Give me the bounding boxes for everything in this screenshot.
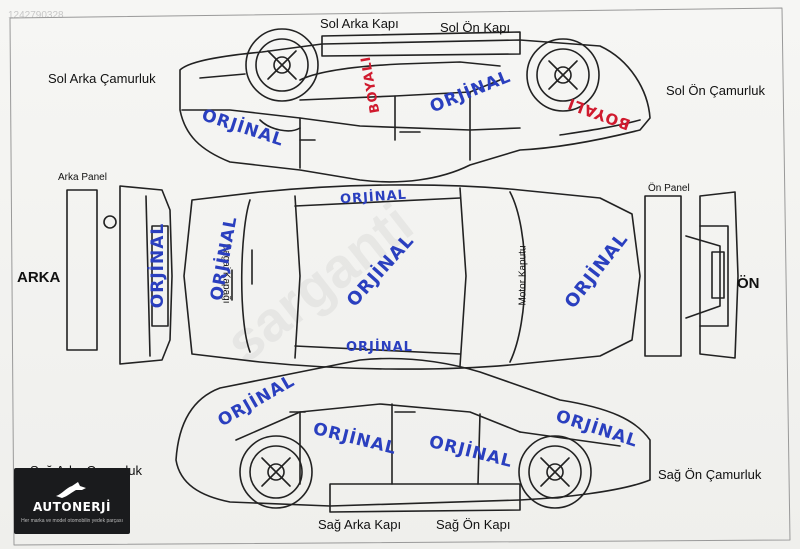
label-arka-panel: Arka Panel <box>58 172 107 183</box>
stamp-orjinal-arka-tampon: ORJİNAL <box>148 222 169 309</box>
label-sag-arka-kapi: Sağ Arka Kapı <box>318 517 402 532</box>
label-sol-on-camurluk: Sol Ön Çamurluk <box>666 83 765 98</box>
label-sol-arka-kapi: Sol Arka Kapı <box>320 16 399 31</box>
label-arka: ARKA <box>17 269 61 286</box>
label-motor-kaputu: Motor Kaputu <box>517 245 529 306</box>
label-sag-on-camurluk: Sağ Ön Çamurluk <box>658 467 762 482</box>
listing-id: 1242790328 <box>8 10 64 21</box>
top-view <box>183 184 641 370</box>
right-side-view <box>175 357 651 513</box>
rear-panel <box>66 185 173 365</box>
label-sag-on-kapi: Sağ Ön Kapı <box>436 517 511 532</box>
label-on-panel: Ön Panel <box>648 183 690 194</box>
left-side-view <box>179 28 651 183</box>
stamp-orjinal-sag-marspiyel: ORJİNAL <box>346 340 413 355</box>
autonerji-logo: AUTONERJİ Her marka ve model otomobilin … <box>14 468 130 534</box>
logo-tagline: Her marka ve model otomobilin yedek parç… <box>21 518 123 524</box>
logo-brand: AUTONERJİ <box>33 500 111 514</box>
label-sol-on-kapi: Sol Ön Kapı <box>440 20 511 35</box>
label-sol-arka-camurluk: Sol Arka Çamurluk <box>48 71 156 86</box>
front-panel <box>644 191 739 359</box>
horse-icon <box>56 482 86 498</box>
label-on: ÖN <box>737 275 760 292</box>
